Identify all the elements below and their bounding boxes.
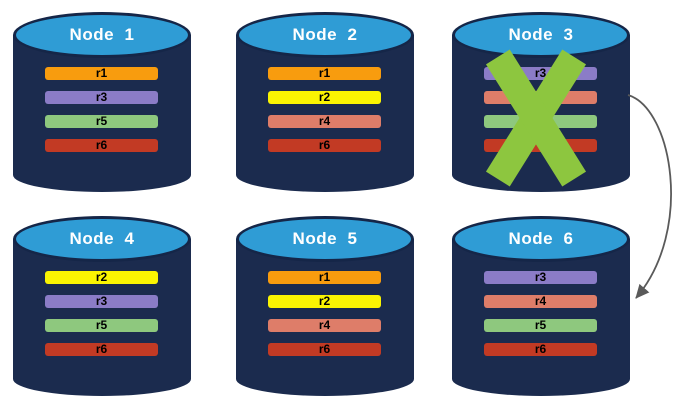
node-2-title: Node 2	[292, 25, 358, 44]
replica-bar: r6	[45, 343, 158, 356]
replica-label: r4	[534, 294, 547, 308]
node-1-cylinder-body	[13, 35, 191, 192]
replica-label: r3	[95, 294, 108, 308]
replica-label: r6	[318, 342, 331, 356]
replica-label: r6	[534, 342, 547, 356]
replica-bar: r6	[484, 343, 597, 356]
node-5: Node 5 r1 r2 r4 r6	[236, 216, 414, 396]
node-2-cylinder-top: Node 2	[236, 12, 414, 58]
node-5-cylinder-body	[236, 239, 414, 396]
replica-label: r2	[318, 90, 331, 104]
replica-label: r2	[95, 270, 108, 284]
node-4-replica-list: r2 r3 r5 r6	[45, 271, 158, 367]
node-3: Node 3 r3	[452, 12, 630, 192]
node-5-replica-list: r1 r2 r4 r6	[268, 271, 381, 367]
replica-bar: r3	[45, 295, 158, 308]
replica-bar: r1	[268, 271, 381, 284]
node-5-title: Node 5	[292, 229, 358, 248]
replica-bar: r3	[45, 91, 158, 104]
replica-label: r6	[95, 342, 108, 356]
node-3-cylinder-top: Node 3	[452, 12, 630, 58]
replica-bar: r4	[268, 319, 381, 332]
replica-bar: r4	[484, 295, 597, 308]
replica-label: r6	[95, 138, 108, 152]
replica-bar: r2	[268, 91, 381, 104]
replica-bar: r2	[45, 271, 158, 284]
replica-bar: r3	[484, 271, 597, 284]
node-3-title: Node 3	[508, 25, 574, 44]
node-1-title: Node 1	[69, 25, 135, 44]
replica-bar: r5	[45, 115, 158, 128]
replica-label: r3	[95, 90, 108, 104]
node-5-cylinder-top: Node 5	[236, 216, 414, 262]
replica-label: r6	[318, 138, 331, 152]
node-6-cylinder-top: Node 6	[452, 216, 630, 262]
node-2-cylinder-body	[236, 35, 414, 192]
replica-label: r3	[534, 270, 547, 284]
node-1: Node 1 r1 r3 r5 r6	[13, 12, 191, 192]
replica-bar: r2	[268, 295, 381, 308]
replica-label: r3	[534, 66, 547, 80]
replica-label: r1	[318, 66, 331, 80]
replica-label: r5	[95, 318, 108, 332]
replica-label: r2	[318, 294, 331, 308]
node-1-cylinder-top: Node 1	[13, 12, 191, 58]
replica-bar: r6	[268, 139, 381, 152]
node-2: Node 2 r1 r2 r4 r6	[236, 12, 414, 192]
replica-label: r1	[318, 270, 331, 284]
replica-bar: r6	[45, 139, 158, 152]
node-6-title: Node 6	[508, 229, 574, 248]
failover-arrow-path	[627, 94, 672, 299]
replica-label: r5	[534, 318, 547, 332]
replica-bar: r1	[45, 67, 158, 80]
node-2-replica-list: r1 r2 r4 r6	[268, 67, 381, 163]
replica-label: r5	[95, 114, 108, 128]
replica-bar: r5	[45, 319, 158, 332]
node-4-cylinder-body	[13, 239, 191, 396]
replica-bar: r6	[268, 343, 381, 356]
replica-label: r4	[318, 318, 331, 332]
failure-x-icon	[485, 49, 587, 187]
replica-bar: r4	[268, 115, 381, 128]
replica-bar: r1	[268, 67, 381, 80]
replica-label: r1	[95, 66, 108, 80]
replica-label: r4	[318, 114, 331, 128]
node-6: Node 6 r3 r4 r5 r6	[452, 216, 630, 396]
node-1-replica-list: r1 r3 r5 r6	[45, 67, 158, 163]
node-4-cylinder-top: Node 4	[13, 216, 191, 262]
node-4-title: Node 4	[69, 229, 135, 248]
node-4: Node 4 r2 r3 r5 r6	[13, 216, 191, 396]
node-6-replica-list: r3 r4 r5 r6	[484, 271, 597, 367]
replica-bar: r5	[484, 319, 597, 332]
node-6-cylinder-body	[452, 239, 630, 396]
